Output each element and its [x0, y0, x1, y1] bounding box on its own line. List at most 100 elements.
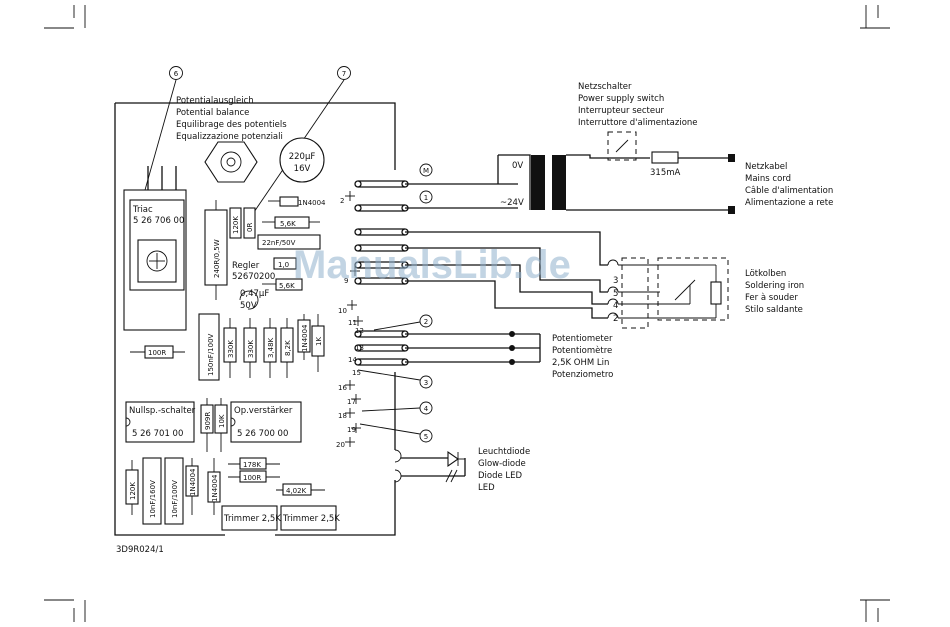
svg-text:50V: 50V: [240, 301, 257, 311]
resistor-909r: 909R: [200, 398, 214, 452]
svg-text:11: 11: [348, 319, 357, 327]
svg-text:Glow-diode: Glow-diode: [478, 459, 526, 469]
capacitor-047uf: 0,47µF 50V: [239, 289, 269, 311]
callout-2: 2: [373, 314, 433, 331]
regulator: Regler 52670200: [232, 261, 275, 282]
svg-text:5,6K: 5,6K: [280, 220, 296, 228]
svg-text:1N4004: 1N4004: [298, 199, 326, 207]
svg-text:4: 4: [613, 301, 618, 311]
svg-text:1N4004: 1N4004: [211, 474, 219, 502]
svg-text:3,48K: 3,48K: [267, 337, 275, 358]
mains-cord: Netzkabel Mains cord Câble d'alimentatio…: [728, 154, 833, 214]
ic-nullsp-schalter: Nullsp.-schalter 5 26 701 00: [125, 401, 196, 443]
connector-tubes: [354, 180, 409, 366]
svg-text:5,6K: 5,6K: [279, 282, 295, 290]
svg-text:909R: 909R: [204, 412, 212, 430]
svg-text:220µF: 220µF: [289, 152, 316, 162]
resistor-4k02: 4,02K: [276, 483, 325, 496]
svg-text:Netzschalter: Netzschalter: [578, 82, 632, 92]
svg-text:2: 2: [340, 197, 344, 205]
svg-text:2: 2: [424, 318, 428, 326]
svg-text:Trimmer 2,5K: Trimmer 2,5K: [223, 514, 281, 524]
svg-text:4,02K: 4,02K: [286, 487, 307, 495]
triac: Triac 5 26 706 00: [123, 166, 187, 331]
svg-text:Power supply switch: Power supply switch: [578, 94, 664, 104]
resistor-330k-a: 330K: [223, 318, 237, 378]
svg-text:Equalizzazione potenziali: Equalizzazione potenziali: [176, 132, 283, 142]
svg-text:15: 15: [352, 369, 361, 377]
svg-text:10nF/100V: 10nF/100V: [171, 480, 179, 518]
svg-text:4: 4: [424, 405, 429, 413]
diagram-id: 3D9R024/1: [116, 545, 164, 555]
svg-text:3: 3: [424, 379, 428, 387]
resistor-240r: 240R/0,5W: [204, 200, 228, 300]
resistor-1k: 1K: [311, 314, 325, 372]
svg-text:16V: 16V: [294, 164, 311, 174]
svg-text:Nullsp.-schalter: Nullsp.-schalter: [129, 406, 196, 416]
svg-text:8,2K: 8,2K: [284, 340, 292, 356]
svg-text:16: 16: [338, 384, 347, 392]
pcb-outline: [114, 102, 396, 536]
svg-text:Triac: Triac: [132, 205, 153, 215]
led: Leuchtdiode Glow-diode Diode LED LED: [394, 447, 530, 493]
svg-text:Interrupteur secteur: Interrupteur secteur: [578, 106, 665, 116]
potentiometer-wires: Potentiometer Potentiomètre 2,5K OHM Lin…: [405, 331, 613, 380]
svg-text:315mA: 315mA: [650, 168, 681, 178]
capacitor-150nf: 150nF/100V: [198, 313, 220, 381]
svg-text:2: 2: [613, 314, 618, 324]
svg-text:M: M: [423, 167, 429, 175]
svg-text:330K: 330K: [247, 340, 255, 358]
svg-text:~24V: ~24V: [500, 198, 524, 208]
svg-text:7: 7: [342, 70, 346, 78]
svg-text:330K: 330K: [227, 340, 235, 358]
trimmer-nut: [204, 141, 258, 183]
svg-text:20: 20: [336, 441, 345, 449]
svg-text:1K: 1K: [315, 337, 323, 346]
diode-1n4004-top: 1N4004: [268, 196, 326, 207]
svg-text:Stilo saldante: Stilo saldante: [745, 305, 803, 315]
svg-text:150nF/100V: 150nF/100V: [207, 333, 215, 376]
resistor-100r: 100R: [130, 345, 185, 359]
svg-text:18: 18: [338, 412, 347, 420]
svg-text:5: 5: [613, 289, 618, 299]
svg-text:52670200: 52670200: [232, 272, 275, 282]
svg-text:Leuchtdiode: Leuchtdiode: [478, 447, 530, 457]
svg-text:1N4004: 1N4004: [189, 468, 197, 496]
callout-5: 5: [359, 423, 433, 443]
soldering-iron-label: Lötkolben Soldering iron Fer à souder St…: [745, 269, 804, 315]
svg-text:0R: 0R: [246, 223, 254, 232]
resistor-0r: 0R: [243, 207, 256, 239]
svg-text:100R: 100R: [148, 349, 166, 357]
svg-text:Lötkolben: Lötkolben: [745, 269, 786, 279]
resistor-8k2: 8,2K: [280, 318, 294, 378]
resistor-120k: 120K: [229, 207, 242, 239]
callout-3: 3: [357, 369, 433, 389]
crop-marks: [44, 5, 890, 622]
callout-1: 1: [419, 190, 433, 204]
svg-text:Potentiometer: Potentiometer: [552, 334, 613, 344]
svg-text:14: 14: [348, 356, 357, 364]
svg-text:2,5K OHM Lin: 2,5K OHM Lin: [552, 358, 609, 368]
trimmer-2k5-a: Trimmer 2,5K: [221, 505, 281, 531]
resistor-100r-b: 100R: [228, 470, 280, 483]
svg-text:Potential balance: Potential balance: [176, 108, 249, 118]
callout-6: 6: [144, 66, 183, 191]
svg-text:1N4004: 1N4004: [301, 324, 309, 352]
svg-text:Câble d'alimentation: Câble d'alimentation: [745, 186, 833, 196]
svg-text:240R/0,5W: 240R/0,5W: [213, 239, 221, 278]
callout-4: 4: [361, 401, 433, 415]
svg-text:1,0: 1,0: [278, 261, 289, 269]
resistor-178k: 178K: [228, 457, 280, 470]
capacitor-220uf: 220µF 16V: [279, 137, 325, 183]
trimmer-2k5-b: Trimmer 2,5K: [280, 505, 340, 531]
fuse-315ma: 315mA: [650, 151, 728, 178]
svg-text:0,47µF: 0,47µF: [240, 289, 269, 299]
svg-text:13: 13: [355, 344, 364, 352]
svg-text:9: 9: [344, 277, 348, 285]
svg-text:100R: 100R: [243, 474, 261, 482]
svg-text:10nF/160V: 10nF/160V: [149, 480, 157, 518]
svg-text:Soldering iron: Soldering iron: [745, 281, 804, 291]
potential-balance-labels: Potentialausgleich Potential balance Equ…: [176, 96, 287, 142]
svg-text:Alimentazione a rete: Alimentazione a rete: [745, 198, 833, 208]
